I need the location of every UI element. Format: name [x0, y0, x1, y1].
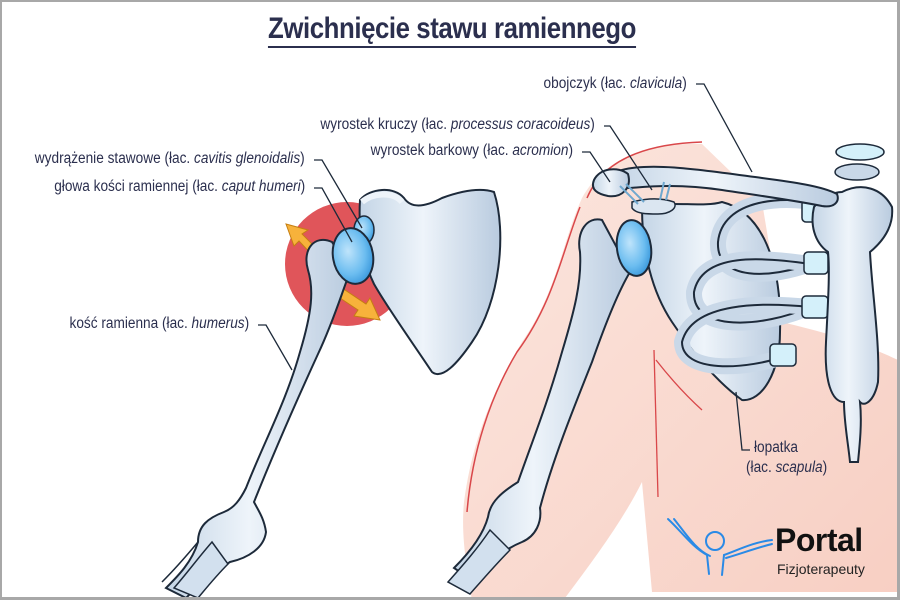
body-silhouette [463, 143, 897, 597]
label-scapula-latin: (łac. scapula) [746, 459, 828, 476]
sternum [811, 186, 894, 463]
label-humerus: kość ramienna (łac. humerus) [69, 315, 249, 332]
right-scapula [640, 200, 782, 402]
right-humerus [452, 218, 632, 582]
label-coracoid-process: wyrostek kruczy (łac. processus coracoid… [320, 116, 595, 133]
leader-lines [258, 83, 753, 451]
logo-name: Portal [775, 522, 863, 558]
right-acromion [592, 168, 630, 198]
page-title: Zwichnięcie stawu ramiennego [65, 12, 839, 48]
right-humeral-head [615, 219, 653, 277]
label-scapula: łopatka [754, 439, 798, 456]
portal-logo-figure-icon [667, 518, 773, 576]
label-glenoid-cavity: wydrążenie stawowe (łac. cavitis glenoid… [35, 150, 305, 167]
left-humerus [164, 239, 352, 597]
right-coracoid-process [631, 198, 676, 215]
left-scapula [358, 189, 502, 375]
left-humeral-head [331, 227, 375, 285]
logo-subtitle: Fizjoterapeuty [777, 561, 865, 577]
label-clavicle: obojczyk (łac. clavicula) [543, 75, 687, 92]
label-humeral-head: głowa kości ramiennej (łac. caput humeri… [54, 178, 305, 195]
right-normal-view [446, 141, 897, 597]
label-acromion: wyrostek barkowy (łac. acromion) [370, 142, 573, 159]
left-dislocation-view [161, 189, 502, 597]
right-clavicle [613, 165, 839, 208]
